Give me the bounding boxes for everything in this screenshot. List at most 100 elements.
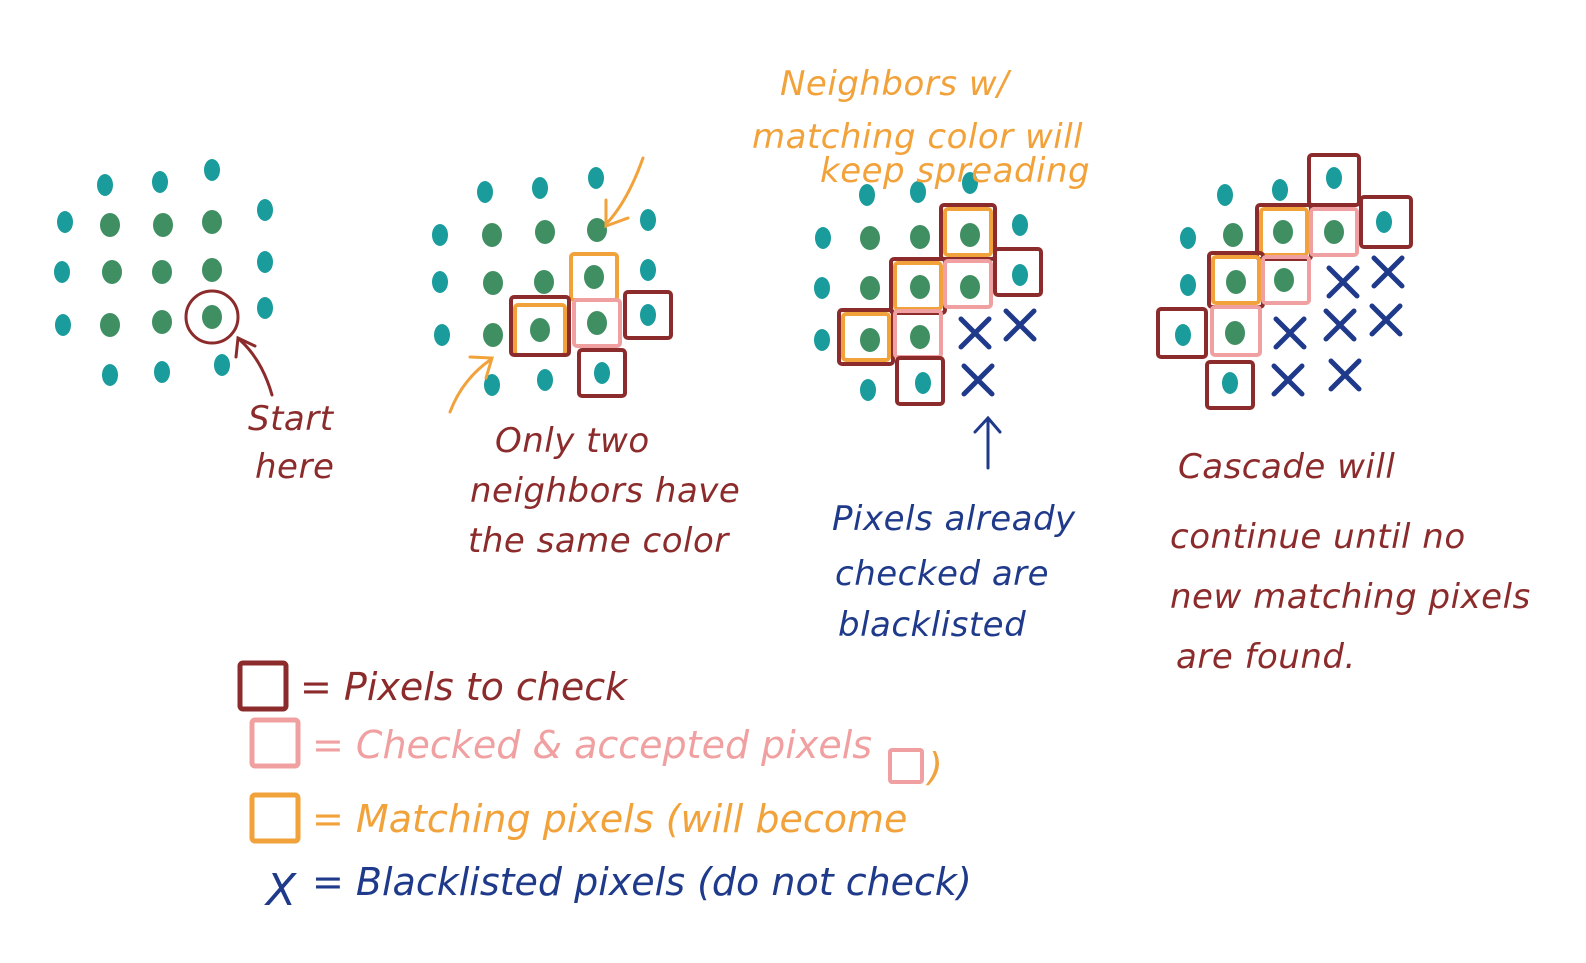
p2-pixel-dot [640,209,656,231]
p1-pixel-dot [152,260,172,284]
p1-pixel-dot [100,213,120,237]
p1-pixel-dot [202,305,222,329]
start-text-line2: here [255,447,334,487]
panel3-top-line3: keep spreading [820,151,1090,191]
p3-to-check-box [993,247,1043,297]
p4-pixel-dot [1225,321,1245,345]
p4-blacklist-x [1271,363,1305,397]
p2-to-check-box [577,348,627,398]
p1-pixel-dot [97,174,113,196]
p4-accepted-box [1210,305,1262,357]
p2-pixel-dot [483,323,503,347]
orange-arrow-top [606,156,645,224]
p2-pixel-dot [484,374,500,396]
panel3-text-line3: blacklisted [838,605,1026,645]
panel4-annotation: Cascade will continue until no new match… [1170,447,1530,677]
p4-accepted-box [1261,255,1311,305]
legend-text-matching: = Matching pixels (will become [312,797,907,841]
p4-pixel-dot [1175,324,1191,346]
p2-pixel-dot [587,218,607,242]
p3-pixel-dot [860,276,880,300]
legend-text-pixels-to-check: = Pixels to check [300,665,629,709]
panel2-text-line1: Only two [495,421,650,461]
p3-matching-box [841,312,891,362]
p2-pixel-dot [434,324,450,346]
p3-pixel-dot [962,172,978,194]
p3-to-check-box [895,356,945,406]
p2-pixel-dot [584,265,604,289]
p3-pixel-dot [859,184,875,206]
p4-matching-box [1211,255,1261,305]
p2-pixel-dot [530,318,550,342]
p3-pixel-dot [1012,264,1028,286]
p4-blacklist-x [1371,255,1405,289]
state-boxes [509,153,1413,410]
legend-x-symbol: X [264,865,297,916]
p4-pixel-dot [1217,184,1233,206]
p4-to-check-box [1205,360,1255,410]
p2-pixel-dot [588,167,604,189]
p4-to-check-box [1359,195,1413,249]
p3-blacklist-x [961,363,995,397]
p2-accepted-box [572,298,622,348]
p4-pixel-dot [1272,179,1288,201]
p2-pixel-dot [640,304,656,326]
legend-text-matching-suffix: ) [925,745,943,789]
p3-pixel-dot [860,328,880,352]
p4-pixel-dot [1222,372,1238,394]
panel4-text-line1: Cascade will [1178,447,1395,487]
panel2-text-line2: neighbors have [470,471,740,511]
legend-maroon-box [237,660,289,712]
p1-pixel-dot [54,261,70,283]
legend: = Pixels to check = Checked & accepted p… [237,660,972,916]
p4-pixel-dot [1376,211,1392,233]
p3-pixel-dot [960,275,980,299]
p4-blacklist-x [1323,308,1357,342]
p3-pixel-dot [910,325,930,349]
p1-pixel-dot [257,251,273,273]
pixel-dots [54,159,1392,401]
p4-to-check-box [1307,153,1361,207]
p4-pixel-dot [1274,268,1294,292]
panel4-text-line4: are found. [1176,637,1356,677]
panel4-text-line2: continue until no [1170,517,1466,557]
p4-blacklist-x [1328,358,1362,392]
p3-blacklist-x [1003,308,1037,342]
p2-pixel-dot [532,177,548,199]
p2-pixel-dot [432,271,448,293]
p4-blacklist-x [1326,265,1360,299]
p1-pixel-dot [154,361,170,383]
p2-pixel-dot [482,223,502,247]
panel3-text-line2: checked are [835,554,1049,594]
p1-pixel-dot [257,199,273,221]
p1-pixel-dot [55,314,71,336]
p1-pixel-dot [153,213,173,237]
p1-pixel-dot [57,211,73,233]
panel3-top-line1: Neighbors w/ [780,64,1012,104]
p3-pixel-dot [814,277,830,299]
p2-pixel-dot [432,224,448,246]
start-arrowhead [234,335,257,359]
p4-pixel-dot [1273,220,1293,244]
p2-pixel-dot [477,181,493,203]
p3-pixel-dot [860,379,876,401]
p3-pixel-dot [814,329,830,351]
p2-pixel-dot [640,259,656,281]
p1-pixel-dot [202,258,222,282]
p4-pixel-dot [1180,274,1196,296]
p4-pixel-dot [1226,270,1246,294]
panel3-top-line2: matching color will [752,117,1083,157]
p2-pixel-dot [483,271,503,295]
p3-pixel-dot [910,181,926,203]
p3-pixel-dot [1012,214,1028,236]
p1-pixel-dot [100,313,120,337]
panel2-annotation: Only two neighbors have the same color [448,156,740,561]
p3-pixel-dot [910,225,930,249]
p4-to-check-box [1156,307,1208,359]
p1-pixel-dot [204,159,220,181]
p3-pixel-dot [860,226,880,250]
panel3-text-line1: Pixels already [832,499,1076,539]
panel2-text-line3: the same color [468,521,730,561]
orange-arrow-bottom [448,358,492,414]
